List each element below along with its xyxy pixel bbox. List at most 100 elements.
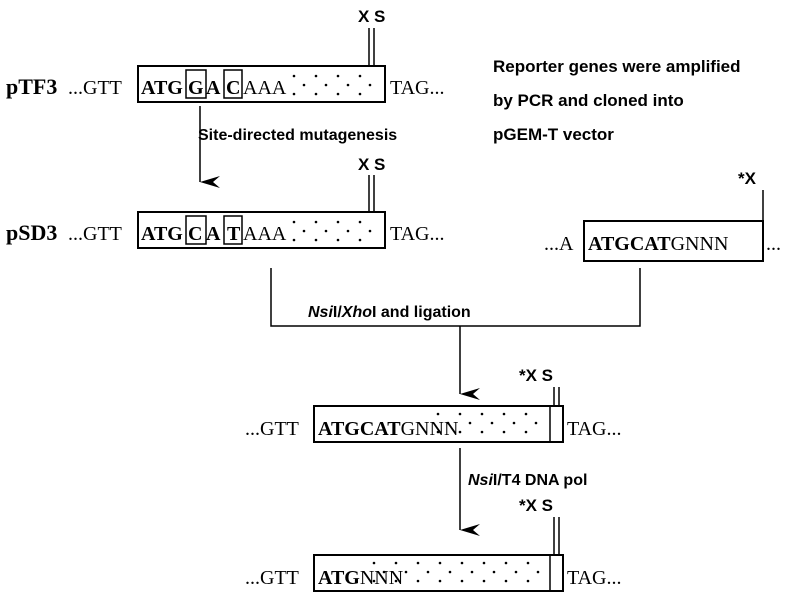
- stipple-dot: [438, 561, 442, 565]
- stipple-dot: [314, 74, 318, 78]
- reporter-gene-box: [583, 220, 764, 262]
- stipple-dot: [346, 229, 350, 233]
- ptf3-start-codon: ATG: [141, 77, 183, 99]
- final-xs-sites: *X S: [519, 496, 553, 515]
- stipple-dot: [346, 83, 350, 87]
- stipple-dot: [492, 570, 496, 574]
- fusion-gene-box: [313, 405, 564, 443]
- stipple-dot: [504, 579, 508, 583]
- ligation-bracket: [270, 268, 641, 327]
- stipple-dot: [292, 238, 296, 242]
- stipple-dot: [460, 561, 464, 565]
- psd3-mutation-box-1: [185, 215, 207, 245]
- stipple-dot: [372, 579, 376, 583]
- svg-text:C: C: [188, 223, 202, 245]
- psd3-xs-sites: X S: [358, 155, 385, 174]
- stipple-dot: [358, 220, 362, 224]
- stipple-dot: [292, 74, 296, 78]
- stipple-dot: [458, 412, 462, 416]
- ptf3-label: pTF3: [6, 74, 57, 99]
- svg-text:A: A: [206, 77, 221, 99]
- stipple-dot: [358, 238, 362, 242]
- ligation-step-label: NsiI/XhoI and ligation: [308, 304, 471, 321]
- stipple-dot: [372, 561, 376, 565]
- final-boxed-seq: ATGNNN: [318, 567, 403, 589]
- stipple-dot: [504, 561, 508, 565]
- stipple-dot: [336, 92, 340, 96]
- psd3-left-flank: ...GTT: [68, 223, 122, 245]
- psd3-start-codon: ATG: [141, 223, 183, 245]
- final-gene-box: [313, 554, 564, 592]
- reporter-note-line-2: by PCR and cloned into: [493, 91, 684, 110]
- fusion-xs-sites: *X S: [519, 366, 553, 385]
- stipple-dot: [470, 570, 474, 574]
- stipple-dot: [394, 561, 398, 565]
- stipple-dot: [368, 83, 372, 87]
- psd3-mutation-box-2: [223, 215, 243, 245]
- stipple-dot: [536, 570, 540, 574]
- reporter-note-line-1: Reporter genes were amplified: [493, 57, 741, 76]
- ptf3-gene-box: [137, 65, 386, 103]
- stipple-dot: [448, 570, 452, 574]
- stipple-dot: [336, 74, 340, 78]
- stipple-dot: [524, 430, 528, 434]
- fusion-left-flank: ...GTT: [245, 418, 299, 440]
- stipple-dot: [436, 412, 440, 416]
- svg-text:G: G: [188, 77, 204, 99]
- stipple-dot: [446, 421, 450, 425]
- stipple-dot: [314, 92, 318, 96]
- stipple-dot: [438, 579, 442, 583]
- stipple-dot: [482, 561, 486, 565]
- stipple-dot: [382, 570, 386, 574]
- stipple-dot: [324, 83, 328, 87]
- mutagenesis-step-label: Site-directed mutagenesis: [198, 127, 397, 144]
- stipple-dot: [302, 83, 306, 87]
- stipple-dot: [458, 430, 462, 434]
- stipple-dot: [512, 421, 516, 425]
- svg-text:T: T: [227, 223, 241, 245]
- ptf3-left-flank: ...GTT: [68, 77, 122, 99]
- ptf3-right-flank: TAG...: [390, 77, 445, 99]
- stipple-dot: [436, 430, 440, 434]
- stipple-dot: [314, 220, 318, 224]
- ptf3-mutation-box-2: [223, 69, 243, 99]
- final-left-flank: ...GTT: [245, 567, 299, 589]
- stipple-dot: [358, 74, 362, 78]
- t4-step-label: NsiI/T4 DNA pol: [468, 472, 587, 489]
- svg-text:C: C: [226, 77, 240, 99]
- stipple-dot: [292, 92, 296, 96]
- stipple-dot: [514, 570, 518, 574]
- stipple-dot: [480, 430, 484, 434]
- stipple-dot: [426, 570, 430, 574]
- stipple-dot: [460, 579, 464, 583]
- svg-text:AAA: AAA: [243, 77, 287, 99]
- stipple-dot: [490, 421, 494, 425]
- fusion-right-flank: TAG...: [567, 418, 622, 440]
- stipple-dot: [534, 421, 538, 425]
- psd3-gene-box: [137, 211, 386, 249]
- reporter-left-flank: ...A: [544, 233, 574, 255]
- stipple-dot: [416, 561, 420, 565]
- final-right-flank: TAG...: [567, 567, 622, 589]
- stipple-dot: [292, 220, 296, 224]
- stipple-dot: [336, 238, 340, 242]
- stipple-dot: [524, 412, 528, 416]
- stipple-dot: [404, 570, 408, 574]
- stipple-dot: [368, 229, 372, 233]
- stipple-dot: [502, 430, 506, 434]
- stipple-dot: [416, 579, 420, 583]
- reporter-right-flank: ...: [766, 233, 781, 255]
- stipple-dot: [358, 92, 362, 96]
- fusion-boxed-seq: ATGCATGNNN: [318, 418, 458, 440]
- stipple-dot: [526, 561, 530, 565]
- ptf3-mutation-box-1: [185, 69, 207, 99]
- reporter-boxed-seq: ATGCATGNNN: [588, 233, 728, 255]
- psd3-right-flank: TAG...: [390, 223, 445, 245]
- stipple-dot: [480, 412, 484, 416]
- stipple-dot: [394, 579, 398, 583]
- stipple-dot: [482, 579, 486, 583]
- reporter-note-line-3: pGEM-T vector: [493, 125, 614, 144]
- svg-text:A: A: [206, 223, 221, 245]
- stipple-dot: [314, 238, 318, 242]
